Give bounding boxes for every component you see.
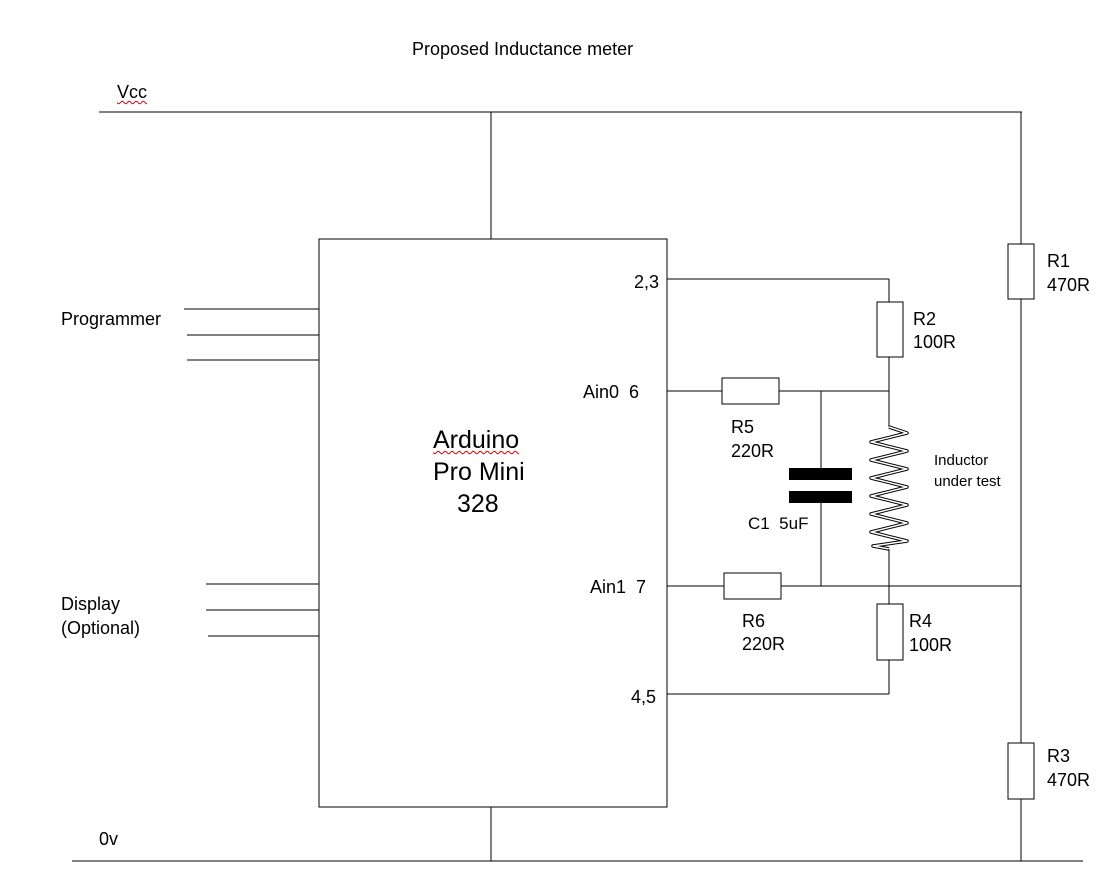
pin-23-label: 2,3 xyxy=(634,272,660,292)
mcu-name-line3: 328 xyxy=(457,490,499,518)
programmer-label: Programmer xyxy=(61,309,162,329)
capacitor-c1-plate-bottom xyxy=(789,491,852,503)
r5-value-label: 220R xyxy=(731,441,775,461)
r6-ref-label: R6 xyxy=(742,611,766,631)
diagram-title: Proposed Inductance meter xyxy=(412,39,634,59)
ground-label: 0v xyxy=(99,829,119,849)
inductor-label-line1: Inductor xyxy=(934,452,989,469)
r3-ref-label: R3 xyxy=(1047,746,1071,766)
c1-label: C1 5uF xyxy=(748,514,809,533)
capacitor-c1-plate-top xyxy=(789,468,852,480)
pin-45-label: 4,5 xyxy=(631,687,657,707)
r3-value-label: 470R xyxy=(1047,770,1091,790)
resistor-r2 xyxy=(876,301,904,358)
inductor-label-line2: under test xyxy=(934,473,1001,490)
mcu-name-line1: Arduino xyxy=(433,426,520,454)
r1-ref-label: R1 xyxy=(1047,251,1071,271)
inductor-coil xyxy=(869,425,909,551)
resistor-r1 xyxy=(1007,243,1035,300)
arduino-block xyxy=(318,238,668,808)
mcu-name-line2: Pro Mini xyxy=(433,458,525,486)
resistor-r6 xyxy=(723,572,782,600)
vcc-label: Vcc xyxy=(117,82,148,102)
r6-value-label: 220R xyxy=(742,634,786,654)
r4-ref-label: R4 xyxy=(909,611,933,631)
pin-ain0-label: Ain0 6 xyxy=(583,382,640,402)
r4-value-label: 100R xyxy=(909,635,953,655)
display-optional-label: (Optional) xyxy=(61,618,141,638)
pin-ain1-label: Ain1 7 xyxy=(590,577,647,597)
r1-value-label: 470R xyxy=(1047,275,1091,295)
r2-ref-label: R2 xyxy=(913,309,937,329)
resistor-r3 xyxy=(1007,742,1035,800)
r2-value-label: 100R xyxy=(913,332,957,352)
resistor-r5 xyxy=(721,377,780,405)
resistor-r4 xyxy=(876,603,904,661)
display-label: Display xyxy=(61,594,121,614)
r5-ref-label: R5 xyxy=(731,417,755,437)
